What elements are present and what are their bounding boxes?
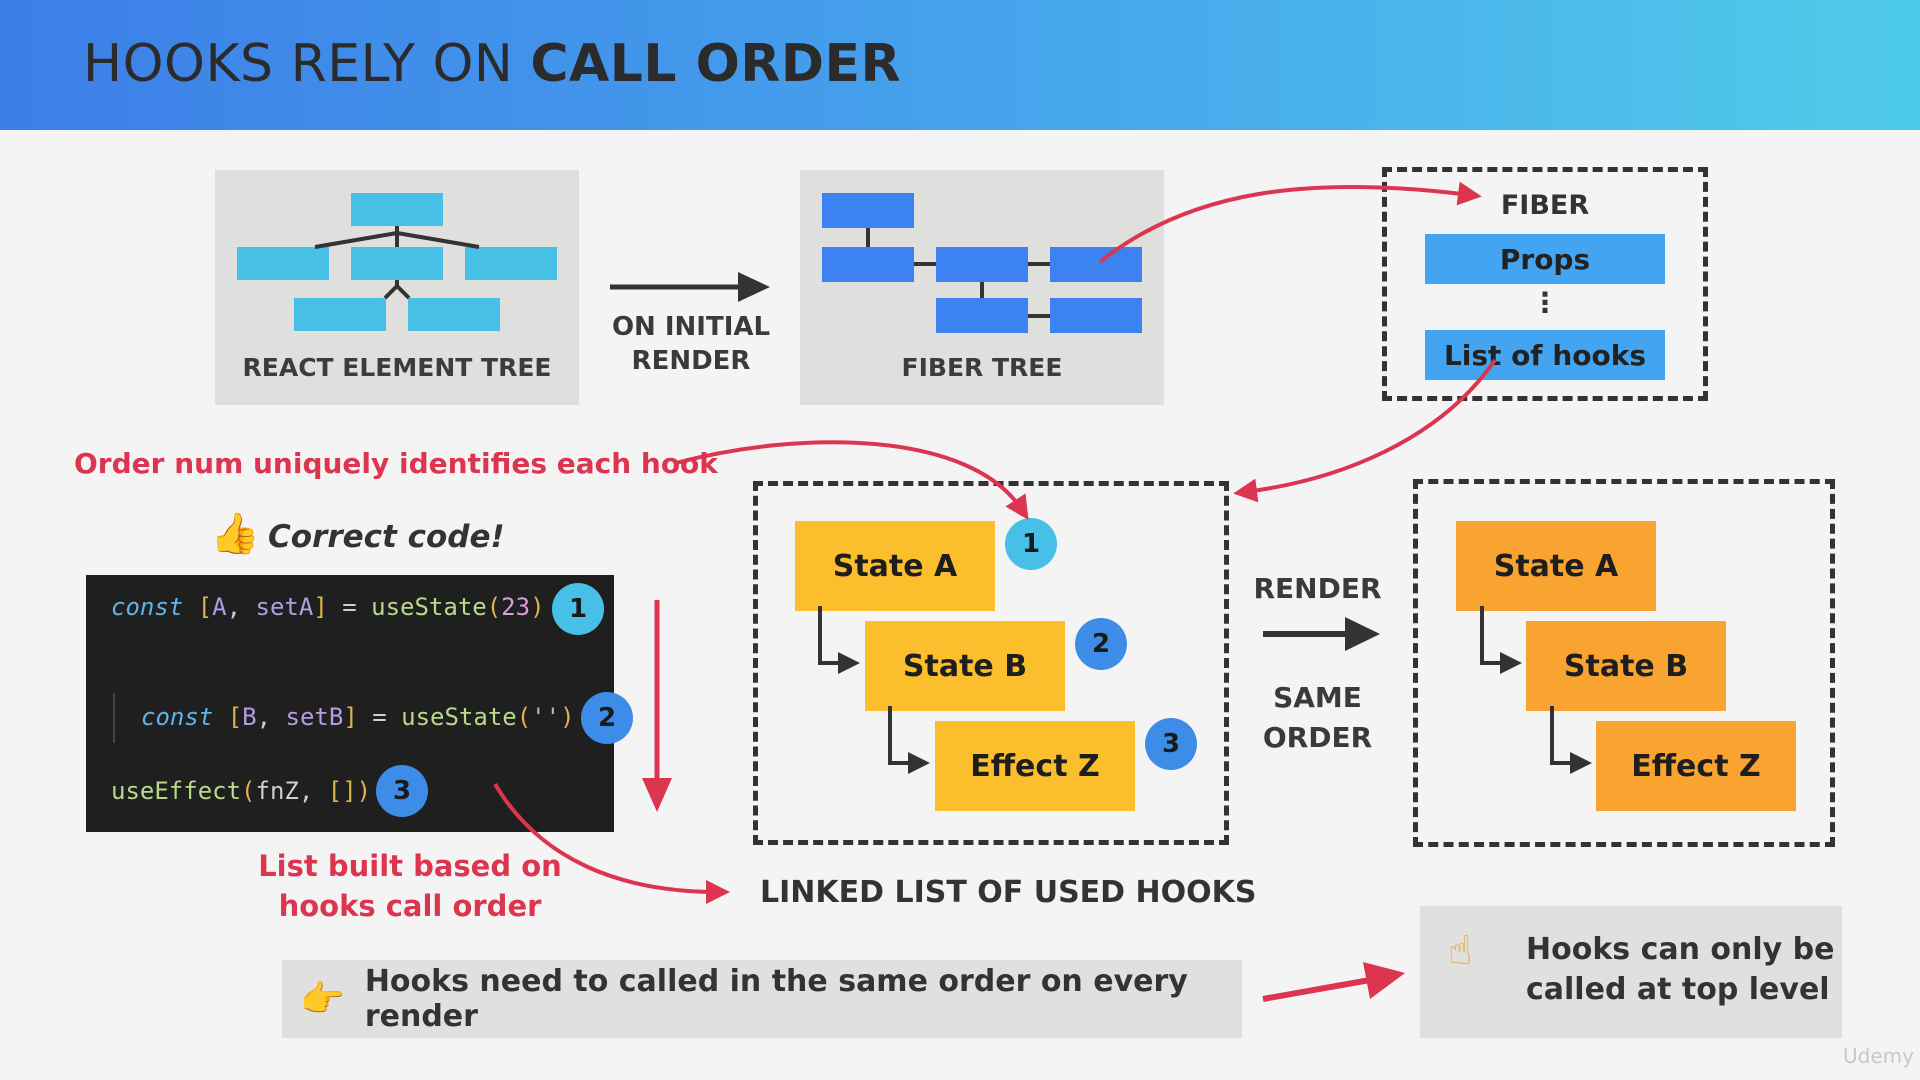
order-badge-1: 1 — [552, 583, 604, 635]
call-order-arrow — [642, 600, 672, 812]
fiber-tree-label: FIBER TREE — [901, 353, 1063, 382]
hook-order-badge-2: 2 — [1075, 618, 1127, 670]
hook-state-a: State A — [795, 521, 995, 611]
linked-list-label: LINKED LIST OF USED HOOKS — [760, 875, 1257, 910]
ellipsis-icon: ⋮ — [1531, 286, 1559, 319]
same-order-rule-box: 👉 Hooks need to called in the same order… — [282, 960, 1242, 1038]
render-arrow — [1263, 617, 1380, 651]
order-badge-3: 3 — [376, 765, 428, 817]
order-num-arrow — [675, 440, 1029, 521]
tree-node — [465, 247, 557, 280]
initial-render-label: ON INITIAL RENDER — [611, 312, 771, 376]
indent-guide — [113, 693, 115, 743]
list-of-hooks-to-linked-list-arrow — [1233, 358, 1497, 503]
tree-node — [237, 247, 329, 280]
pointing-right-icon: 👉 — [300, 979, 345, 1020]
code-line-2: const [B, setB] = useState('') — [141, 703, 575, 731]
code-to-linked-list-arrow — [493, 782, 730, 904]
props-bar: Props — [1425, 234, 1665, 284]
thumbs-up-icon: 👍 — [210, 511, 260, 557]
fiber-node — [936, 247, 1028, 282]
code-block: const [A, setA] = useState(23) const [B,… — [86, 575, 614, 832]
fiber-node — [1050, 298, 1142, 333]
code-line-1: const [A, setA] = useState(23) — [111, 593, 545, 621]
react-element-tree-label: REACT ELEMENT TREE — [242, 353, 552, 382]
order-badge-2: 2 — [581, 692, 633, 744]
hook-state-a: State A — [1456, 521, 1656, 611]
fiber-tree-box: FIBER TREE — [800, 170, 1164, 405]
fiber-title: FIBER — [1500, 190, 1590, 221]
linked-list-connectors-right — [1480, 606, 1572, 765]
tree-node — [351, 247, 443, 280]
hook-effect-z: Effect Z — [1596, 721, 1796, 811]
fiber-box: FIBER Props ⋮ List of hooks — [1382, 167, 1708, 401]
fiber-node — [936, 298, 1028, 333]
hook-effect-z: Effect Z — [935, 721, 1135, 811]
linked-list-box: State A State B Effect Z — [753, 481, 1229, 845]
tree-connectors — [314, 226, 480, 300]
tree-node — [294, 298, 386, 331]
linked-list-connectors-left — [818, 606, 910, 765]
hook-state-b: State B — [865, 621, 1065, 711]
tree-node — [351, 193, 443, 226]
header-bar: HOOKS RELY ON CALL ORDER — [0, 0, 1920, 130]
watermark-logo: Udemy — [1843, 1044, 1914, 1068]
top-level-rule-text: Hooks can only be called at top level — [1526, 932, 1835, 1007]
list-of-hooks-bar: List of hooks — [1425, 330, 1665, 380]
hook-state-b: State B — [1526, 621, 1726, 711]
hook-order-badge-1: 1 — [1005, 518, 1057, 570]
same-order-rule-text: Hooks need to called in the same order o… — [364, 964, 1188, 1034]
order-num-annotation: Order num uniquely identifies each hook — [74, 447, 718, 480]
fiber-node — [822, 193, 914, 228]
fiber-node-to-fiber-arrow — [1098, 181, 1482, 264]
page-title: HOOKS RELY ON CALL ORDER — [83, 34, 902, 94]
top-level-rule-box: ☝ Hooks can only be called at top level — [1420, 906, 1842, 1038]
list-built-annotation: List built based on hooks call order — [258, 849, 562, 923]
hook-order-badge-3: 3 — [1145, 718, 1197, 770]
pointing-up-icon: ☝ — [1448, 928, 1473, 974]
linked-list-box-next-render: State A State B Effect Z — [1413, 479, 1835, 847]
tree-node — [408, 298, 500, 331]
fiber-node — [1050, 247, 1142, 282]
react-element-tree-box: REACT ELEMENT TREE — [215, 170, 579, 405]
render-label: RENDER — [1253, 572, 1382, 605]
rule-to-top-level-arrow — [1262, 962, 1405, 1002]
initial-render-arrow — [610, 272, 770, 302]
correct-code-label: Correct code! — [268, 519, 505, 555]
same-order-label: SAME ORDER — [1262, 681, 1373, 754]
fiber-tree-connectors — [866, 228, 1050, 318]
code-line-3: useEffect(fnZ, []) — [111, 777, 372, 805]
fiber-node — [822, 247, 914, 282]
